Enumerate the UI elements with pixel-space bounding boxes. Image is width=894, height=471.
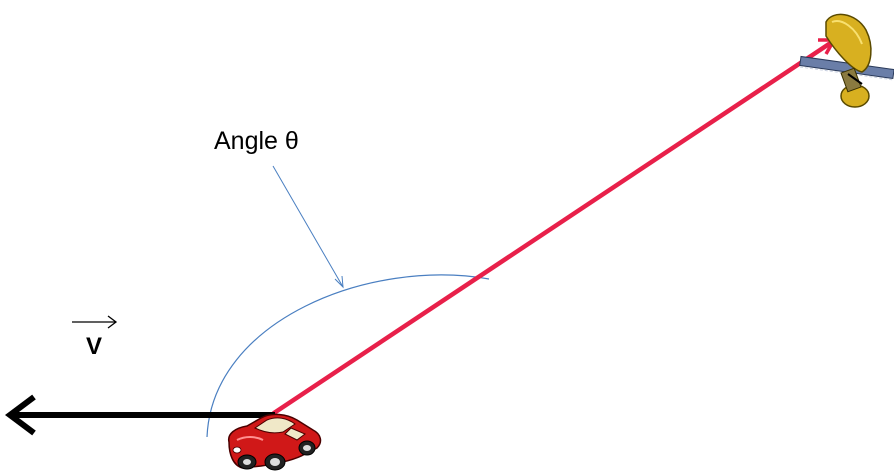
satellite-icon	[799, 13, 894, 108]
velocity-label-group: V	[72, 315, 118, 360]
velocity-label: V	[86, 333, 102, 360]
line-of-sight	[271, 39, 835, 416]
angle-label: Angle θ	[214, 127, 299, 155]
satellite-dish	[825, 13, 872, 73]
angle-leader-arrowhead	[334, 275, 344, 289]
vector-overarrow-head	[107, 315, 118, 329]
angle-arc	[206, 274, 490, 438]
velocity-arrow	[5, 394, 275, 436]
angle-leader-line	[272, 165, 344, 288]
red-car-icon	[227, 413, 322, 471]
